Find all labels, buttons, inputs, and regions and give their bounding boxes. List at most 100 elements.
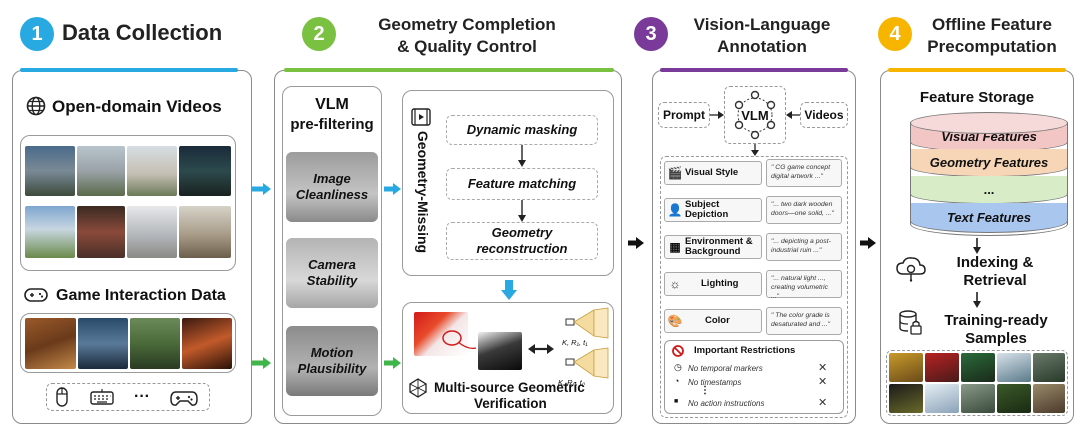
prompt-box [658, 102, 710, 128]
filter-label: Plausibility [297, 361, 367, 376]
x-icon: ✕ [818, 362, 828, 374]
dimension-text: Color [705, 315, 730, 326]
database-lock-icon [899, 310, 922, 335]
camera-frustum-icon [565, 307, 609, 339]
stage-1-title: Data Collection [62, 20, 223, 45]
training-label-line2: Samples [965, 330, 1027, 347]
video-thumbnail [77, 206, 125, 258]
prefilter-title-line1: VLM [315, 96, 349, 113]
gamepad-icon [170, 391, 198, 406]
verification-title-line1: Multi-source Geometric [434, 380, 585, 395]
sample-thumbnail [997, 384, 1031, 413]
stage-2-title-line2: & Quality Control [397, 37, 537, 56]
example-quote: "... two dark wooden doors—one solid, ..… [766, 196, 842, 224]
cloud-search-icon [896, 257, 926, 282]
stopwatch-icon: ◔ [674, 376, 680, 386]
sample-thumbnail [925, 384, 959, 413]
arrow-down [518, 145, 526, 167]
game-thumbnail [25, 318, 76, 369]
stage-2-title-line1: Geometry Completion [378, 15, 556, 34]
annotation-row-lighting: ☼ Lighting "... natural light ..., creati… [662, 268, 846, 300]
open-domain-videos-label: Open-domain Videos [52, 97, 222, 116]
camera-param-label: K, Rₙ, tₙ [558, 378, 585, 387]
indexing-label-line2: Retrieval [963, 272, 1027, 289]
restrictions-title: Important Restrictions [694, 345, 796, 356]
mouse-icon [56, 387, 68, 407]
vertical-ellipsis: ⋮ [700, 385, 710, 396]
arrow-green [252, 357, 271, 369]
point-cloud-image [478, 332, 522, 370]
stage-3-badge: 3 [634, 17, 668, 51]
video-thumbnail [179, 206, 231, 258]
arrow-left [786, 111, 800, 119]
x-icon: ✕ [818, 376, 828, 388]
sample-thumbnail [889, 384, 923, 413]
landscape-icon: ▦ [669, 240, 681, 254]
dimension-text: Lighting [701, 278, 739, 289]
dimension-text: Visual Style [685, 167, 739, 178]
video-thumbnail [127, 206, 177, 258]
stage-2-accent-line [284, 68, 614, 72]
bidirectional-arrow [528, 344, 554, 354]
camera-param-label: K, R₁, t₁ [562, 338, 588, 347]
sample-thumbnail [925, 353, 959, 382]
videos-label: Videos [804, 108, 844, 122]
layer-label: Geometry Features [929, 155, 1049, 170]
stage-4-title-line2: Precomputation [927, 37, 1057, 56]
restriction-text: No temporal markers [688, 364, 763, 373]
filter-label: Image [313, 171, 351, 186]
dimension-label: 👤Subject Depiction [664, 198, 762, 222]
example-quote: " The color grade is desaturated and ...… [766, 307, 842, 335]
input-devices-box [46, 383, 210, 411]
stage-2-badge: 2 [302, 17, 336, 51]
game-thumbnail [130, 318, 180, 369]
geometry-missing-vertical-label: Geometry-Missing [415, 130, 431, 254]
video-thumbnail [127, 146, 177, 196]
dimension-label: 🎨Color [664, 309, 762, 333]
filter-label: Stability [306, 273, 358, 288]
clock-icon: ◷ [674, 362, 682, 372]
person-icon: 👤 [667, 203, 683, 217]
sample-thumbnail [961, 384, 995, 413]
filter-label: Camera [308, 257, 356, 272]
annotation-row-environment: ▦Environment & Background "... depicting… [662, 231, 846, 263]
x-icon: ✕ [818, 397, 828, 409]
arrow-green [384, 357, 401, 369]
step-feature-matching: Feature matching [446, 168, 598, 200]
prefilter-title-line2: pre-filtering [290, 116, 374, 133]
arrow-down [751, 144, 759, 156]
dimension-label: 🎬Visual Style [664, 161, 762, 185]
stage-1-badge: 1 [20, 17, 54, 51]
step-label: reconstruction [476, 241, 568, 256]
example-quote: " CG game concept digital artwork ..." [766, 159, 842, 187]
prompt-label: Prompt [663, 108, 705, 122]
layer-geometry-features: Geometry Features [910, 149, 1068, 177]
clapperboard-icon: 🎬 [667, 166, 683, 180]
annotation-row-visual-style: 🎬Visual Style " CG game concept digital … [662, 157, 846, 189]
arrow-down [973, 238, 981, 254]
sample-thumbnail [997, 353, 1031, 382]
step-label: Dynamic masking [466, 122, 578, 137]
indexing-label-line1: Indexing & [956, 254, 1034, 271]
arrow-blue [384, 183, 401, 195]
layer-text-features: Text Features [910, 203, 1068, 233]
arrow-down [973, 292, 981, 308]
filter-label: Motion [310, 345, 354, 360]
step-dynamic-masking: Dynamic masking [446, 115, 598, 145]
training-label-line1: Training-ready [944, 312, 1048, 329]
arrow-blue [252, 183, 271, 195]
annotation-row-subject-depiction: 👤Subject Depiction "... two dark wooden … [662, 194, 846, 226]
network-icon [734, 90, 776, 140]
camera-icon: ■ [674, 398, 679, 405]
video-thumbnail [179, 146, 231, 196]
example-quote: "... natural light ..., creating volumet… [766, 270, 842, 300]
dimension-label: ☼ Lighting [664, 272, 762, 296]
dimension-text: Subject Depiction [685, 199, 729, 220]
dimension-label: ▦Environment & Background [664, 235, 762, 259]
sun-icon: ☼ [669, 277, 681, 291]
step-label: Feature matching [467, 176, 577, 191]
